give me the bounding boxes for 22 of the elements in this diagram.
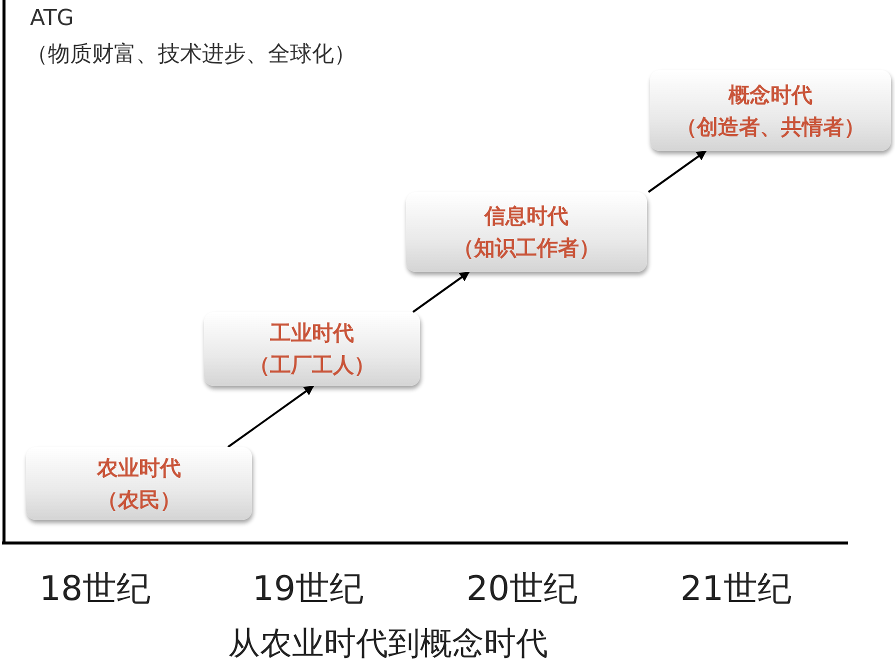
era-box <box>650 70 891 151</box>
arrow <box>227 385 314 448</box>
era-title: 工业时代 <box>270 320 354 347</box>
century-label: 21世纪 <box>680 568 792 611</box>
era-box <box>26 447 252 520</box>
era-subtitle: （工厂工人） <box>249 352 375 379</box>
era-subtitle: （农民） <box>97 486 181 514</box>
axis-subtitle: （物质财富、技术进步、全球化） <box>26 41 356 69</box>
era-subtitle: （知识工作者） <box>453 235 600 262</box>
era-title: 信息时代 <box>484 203 568 230</box>
era-box <box>406 192 647 272</box>
century-label: 19世纪 <box>252 568 364 611</box>
century-label: 20世纪 <box>466 568 578 611</box>
arrow <box>648 150 707 193</box>
caption: 从农业时代到概念时代 <box>228 623 548 664</box>
axis-title: ATG <box>30 6 74 31</box>
era-subtitle: （创造者、共情者） <box>676 114 865 140</box>
era-box <box>204 312 420 386</box>
era-title: 农业时代 <box>97 454 181 482</box>
arrow <box>412 271 470 313</box>
era-title: 概念时代 <box>728 82 812 108</box>
century-label: 18世纪 <box>39 568 151 611</box>
